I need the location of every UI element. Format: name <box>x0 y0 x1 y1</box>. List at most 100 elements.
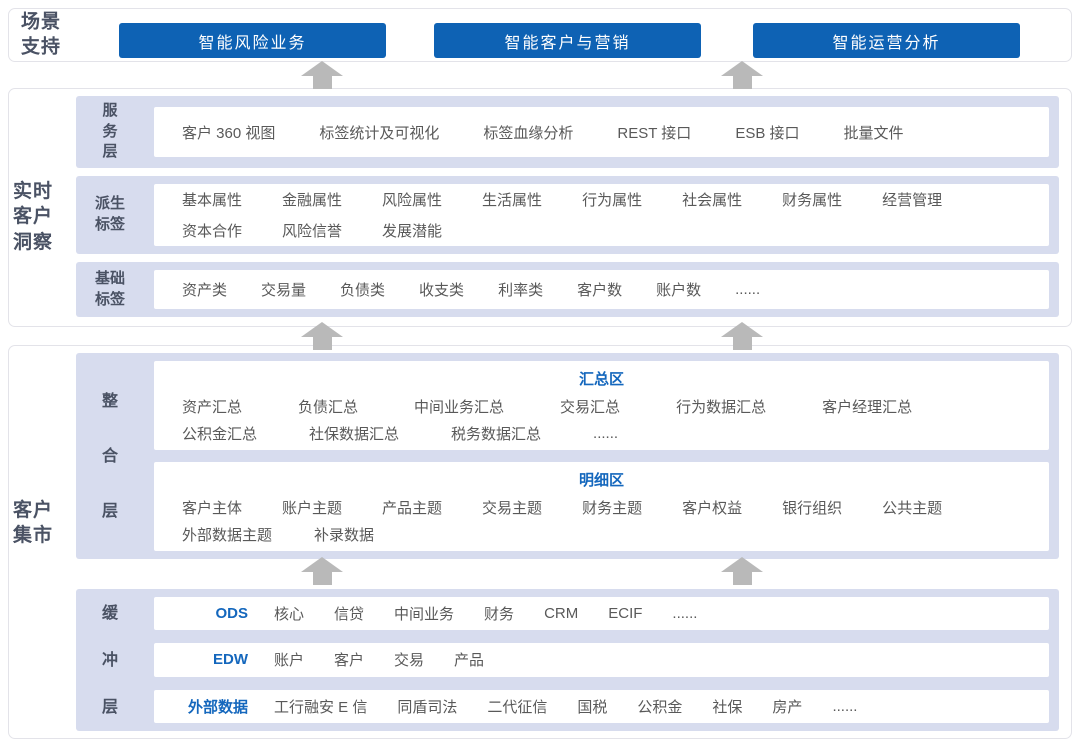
external-item: 社保 <box>712 698 743 716</box>
detail-item: 产品主题 <box>382 500 443 517</box>
derived-tag: 社会属性 <box>682 192 743 209</box>
detail-item: 补录数据 <box>314 527 375 544</box>
derived-tag: 发展潜能 <box>382 223 443 240</box>
external-item: 房产 <box>772 698 803 716</box>
external-item: 二代征信 <box>487 698 548 716</box>
edw-item: 产品 <box>454 652 485 670</box>
up-arrow-icon <box>721 322 763 350</box>
ods-row: ODS 核心 信贷 中间业务 财务 CRM ECIF ...... <box>154 597 1049 631</box>
external-data-row: 外部数据 工行融安 E 信 同盾司法 二代征信 国税 公积金 社保 房产 ...… <box>154 689 1049 723</box>
scenario-button-risk: 智能风险业务 <box>119 23 386 58</box>
summary-item: 资产汇总 <box>182 399 243 416</box>
derived-tags-row: 派生 标签 基本属性 金融属性 风险属性 生活属性 行为属性 社会属性 财务属性… <box>76 176 1059 254</box>
edw-item: 账户 <box>274 652 305 670</box>
ods-item: ECIF <box>608 605 643 623</box>
service-item: 标签血缘分析 <box>483 124 574 142</box>
service-item: ESB 接口 <box>735 124 800 142</box>
detail-item: 外部数据主题 <box>182 527 273 544</box>
mart-label: 客户 集市 <box>13 500 54 547</box>
external-data-leader: 外部数据 <box>187 698 248 716</box>
insight-panel: 实时 客户 洞察 服 务 层 客户 360 视图 标签统计及可视化 标签血缘分析… <box>8 88 1072 327</box>
external-item: 国税 <box>577 698 608 716</box>
detail-item: 账户主题 <box>282 500 343 517</box>
scenario-panel: 场景 支持 智能风险业务 智能客户与营销 智能运营分析 <box>8 8 1072 62</box>
detail-item: 客户权益 <box>682 500 743 517</box>
derived-tag: 风险属性 <box>382 192 443 209</box>
external-item: 公积金 <box>637 698 683 716</box>
detail-zone: 明细区 客户主体 账户主题 产品主题 交易主题 财务主题 客户权益 银行组织 公… <box>154 462 1049 551</box>
up-arrow-icon <box>301 557 343 585</box>
edw-item: 交易 <box>394 652 425 670</box>
summary-item: 税务数据汇总 <box>451 426 542 443</box>
scenario-button-marketing: 智能客户与营销 <box>434 23 701 58</box>
service-item: REST 接口 <box>617 124 692 142</box>
derived-tag: 生活属性 <box>482 192 543 209</box>
summary-item: 中间业务汇总 <box>414 399 505 416</box>
basic-tag: 账户数 <box>656 282 702 299</box>
basic-tags-label: 基础 标签 <box>94 269 125 308</box>
service-layer-box: 客户 360 视图 标签统计及可视化 标签血缘分析 REST 接口 ESB 接口… <box>154 107 1049 157</box>
basic-tag: 交易量 <box>261 282 307 299</box>
basic-tag: 客户数 <box>577 282 623 299</box>
integration-layer-block: 整 合 层 汇总区 资产汇总 负债汇总 中间业务汇总 交易汇总 行为数据汇总 客… <box>76 353 1059 559</box>
basic-tag: 收支类 <box>419 282 465 299</box>
ods-item: 信贷 <box>334 606 365 624</box>
summary-item: 负债汇总 <box>298 399 359 416</box>
detail-zone-title: 明细区 <box>578 472 624 489</box>
edw-leader: EDW <box>213 651 248 669</box>
external-item: 同盾司法 <box>397 698 458 716</box>
derived-tags-box: 基本属性 金融属性 风险属性 生活属性 行为属性 社会属性 财务属性 经营管理 … <box>154 184 1049 246</box>
derived-tag: 金融属性 <box>282 192 343 209</box>
summary-item: 行为数据汇总 <box>676 399 767 416</box>
insight-label: 实时 客户 洞察 <box>13 181 54 253</box>
basic-tag: 资产类 <box>182 282 228 299</box>
derived-tag: 资本合作 <box>182 223 243 240</box>
detail-item: 客户主体 <box>182 500 243 517</box>
ods-item: 中间业务 <box>394 606 455 624</box>
up-arrow-icon <box>721 61 763 89</box>
mart-panel: 客户 集市 整 合 层 汇总区 资产汇总 负债汇总 中间业务汇总 交易汇总 行为… <box>8 345 1072 739</box>
scenario-label: 场景 支持 <box>21 11 62 58</box>
external-item: ...... <box>832 697 858 715</box>
edw-item: 客户 <box>334 652 365 670</box>
ods-item: CRM <box>544 605 579 623</box>
basic-tag: 利率类 <box>498 282 544 299</box>
summary-zone: 汇总区 资产汇总 负债汇总 中间业务汇总 交易汇总 行为数据汇总 客户经理汇总 … <box>154 361 1049 450</box>
up-arrow-icon <box>301 61 343 89</box>
summary-item: 社保数据汇总 <box>309 426 400 443</box>
integration-layer-label: 整 合 层 <box>101 392 118 520</box>
ods-item: 核心 <box>274 606 305 624</box>
ods-leader: ODS <box>215 605 248 623</box>
detail-item: 公共主题 <box>882 500 943 517</box>
derived-tag: 财务属性 <box>782 192 843 209</box>
derived-tag: 风险信誉 <box>282 223 343 240</box>
basic-tag: 负债类 <box>340 282 386 299</box>
derived-tag: 基本属性 <box>182 192 243 209</box>
service-item: 客户 360 视图 <box>182 124 276 142</box>
detail-item: 银行组织 <box>782 500 843 517</box>
external-item: 工行融安 E 信 <box>274 698 368 716</box>
summary-item: 交易汇总 <box>560 399 621 416</box>
scenario-button-operations: 智能运营分析 <box>753 23 1020 58</box>
derived-tags-label: 派生 标签 <box>94 195 125 233</box>
ods-item: ...... <box>672 605 698 623</box>
buffer-layer-label: 缓 冲 层 <box>101 604 118 716</box>
detail-item: 交易主题 <box>482 500 543 517</box>
detail-item: 财务主题 <box>582 500 643 517</box>
summary-item: 客户经理汇总 <box>822 399 913 416</box>
basic-tag: ...... <box>735 281 761 298</box>
basic-tags-row: 基础 标签 资产类 交易量 负债类 收支类 利率类 客户数 账户数 ...... <box>76 262 1059 317</box>
buffer-layer-block: 缓 冲 层 ODS 核心 信贷 中间业务 财务 CRM ECIF ...... <box>76 589 1059 731</box>
ods-item: 财务 <box>484 606 515 624</box>
up-arrow-icon <box>301 322 343 350</box>
derived-tag: 行为属性 <box>582 192 643 209</box>
basic-tags-box: 资产类 交易量 负债类 收支类 利率类 客户数 账户数 ...... <box>154 270 1049 309</box>
up-arrow-icon <box>721 557 763 585</box>
summary-item: ...... <box>593 425 619 442</box>
service-item: 批量文件 <box>843 124 904 142</box>
service-layer-label: 服 务 层 <box>102 101 118 161</box>
derived-tag: 经营管理 <box>882 192 943 209</box>
summary-zone-title: 汇总区 <box>578 371 624 388</box>
service-item: 标签统计及可视化 <box>319 124 440 142</box>
